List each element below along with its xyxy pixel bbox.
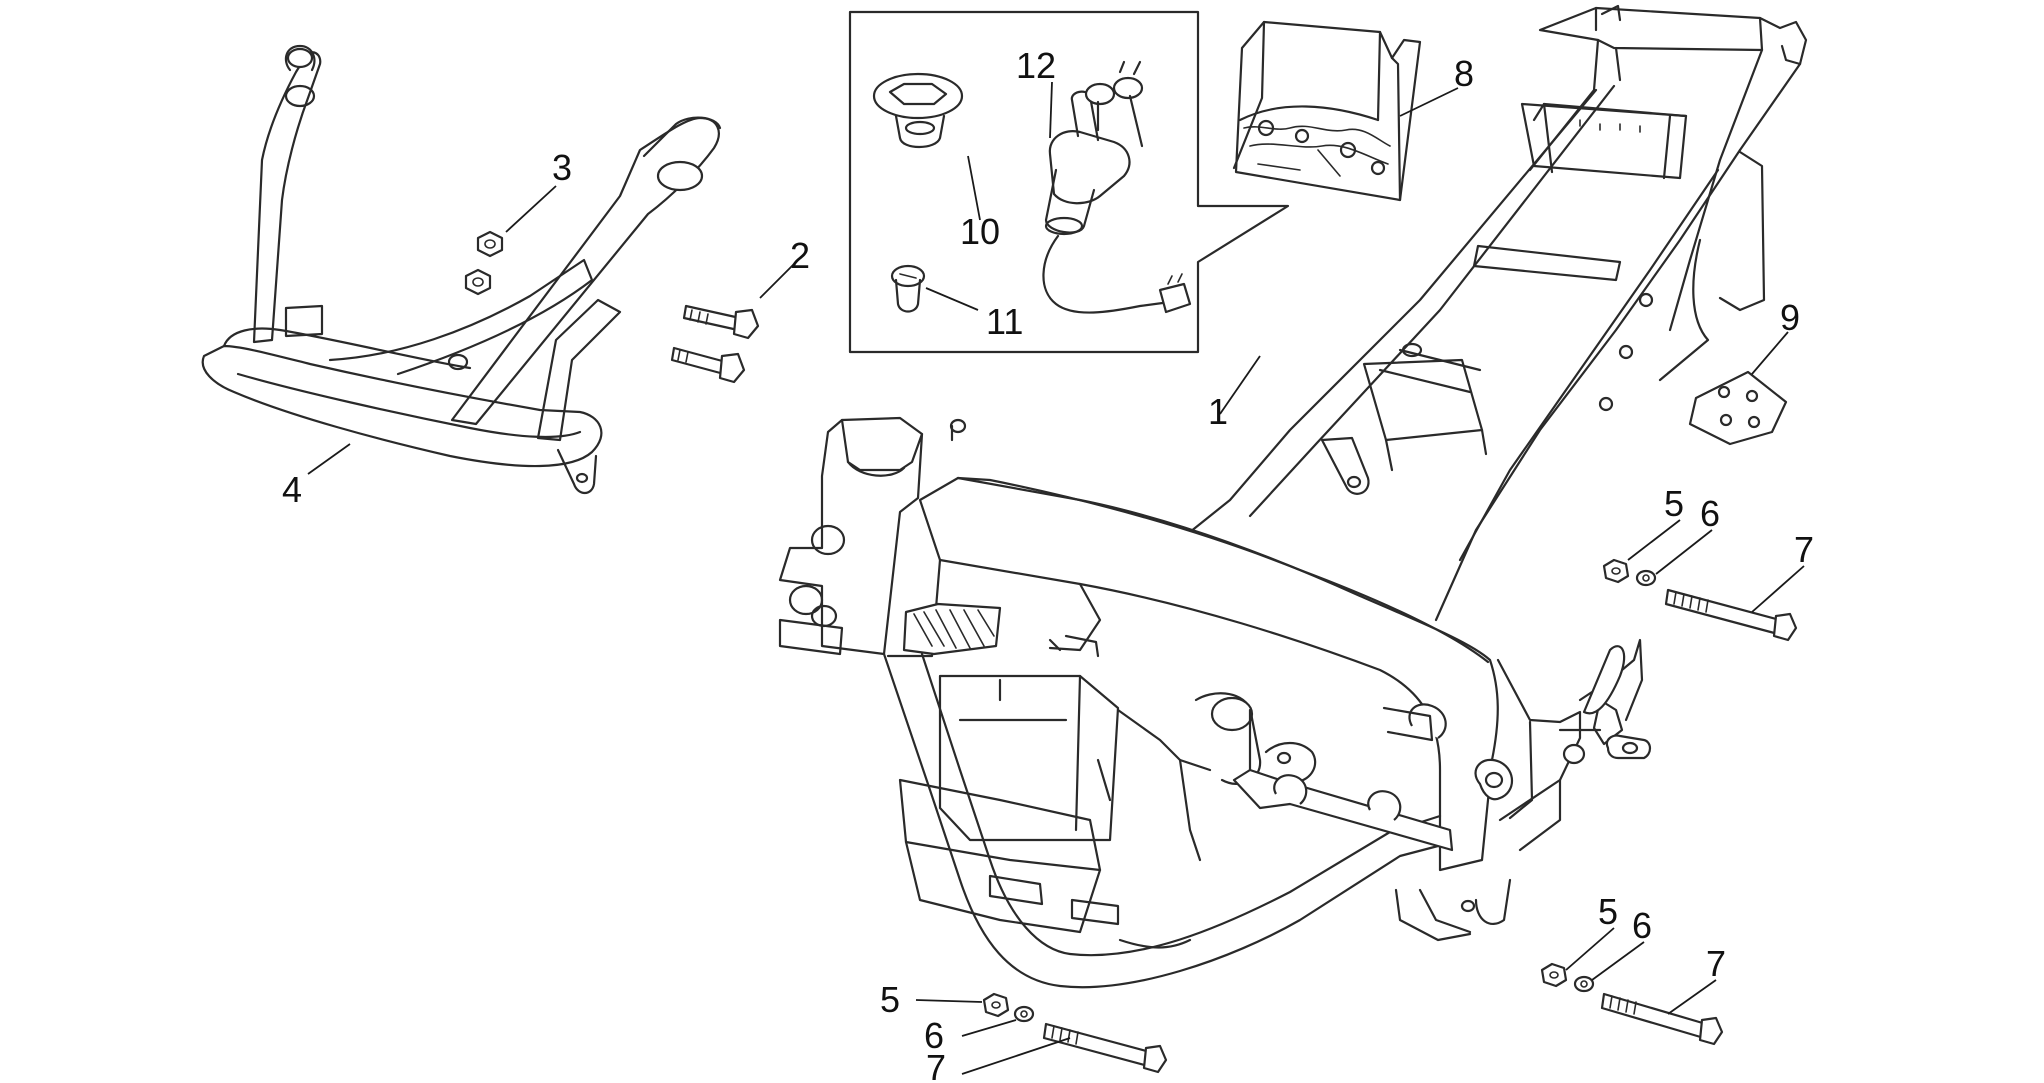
callout-5-lower: 5 bbox=[1598, 891, 1618, 932]
callout-5-bottom: 5 bbox=[880, 979, 900, 1020]
callout-7-upper: 7 bbox=[1794, 529, 1814, 570]
storage-box-part-8 bbox=[1232, 20, 1422, 202]
callout-7-bottom: 7 bbox=[926, 1047, 946, 1083]
callout-1: 1 bbox=[1208, 391, 1228, 432]
nut-part-3 bbox=[464, 230, 504, 296]
callout-9: 9 bbox=[1780, 297, 1800, 338]
callout-6-bottom: 6 bbox=[924, 1015, 944, 1056]
callout-8: 8 bbox=[1454, 53, 1474, 94]
fastener-set-right-upper bbox=[1602, 558, 1798, 642]
leader-lines bbox=[307, 81, 1805, 1075]
fuel-cap-part-10 bbox=[872, 72, 964, 149]
callout-6-lower: 6 bbox=[1632, 905, 1652, 946]
callout-10: 10 bbox=[960, 211, 1000, 252]
callout-3: 3 bbox=[552, 147, 572, 188]
fastener-set-right-lower bbox=[1540, 962, 1724, 1046]
bolt-part-2 bbox=[670, 304, 760, 384]
front-bracket-part-4 bbox=[201, 44, 722, 495]
fastener-set-bottom bbox=[982, 992, 1168, 1074]
callout-2: 2 bbox=[790, 235, 810, 276]
lock-barrel-part-11 bbox=[890, 264, 926, 313]
callout-4: 4 bbox=[282, 469, 302, 510]
callout-6-upper: 6 bbox=[1700, 493, 1720, 534]
callout-11: 11 bbox=[986, 301, 1023, 342]
ignition-switch-part-12 bbox=[1042, 60, 1192, 314]
callout-5-upper: 5 bbox=[1664, 483, 1684, 524]
plate-part-9 bbox=[1688, 370, 1788, 446]
main-frame-part-1 bbox=[778, 4, 1808, 989]
ignition-lock-inset bbox=[848, 10, 1290, 354]
callout-12: 12 bbox=[1016, 45, 1056, 86]
callout-7-lower: 7 bbox=[1706, 943, 1726, 984]
callout-labels: 1 2 3 4 8 9 10 11 12 5 6 7 5 6 7 5 6 7 bbox=[282, 45, 1814, 1083]
